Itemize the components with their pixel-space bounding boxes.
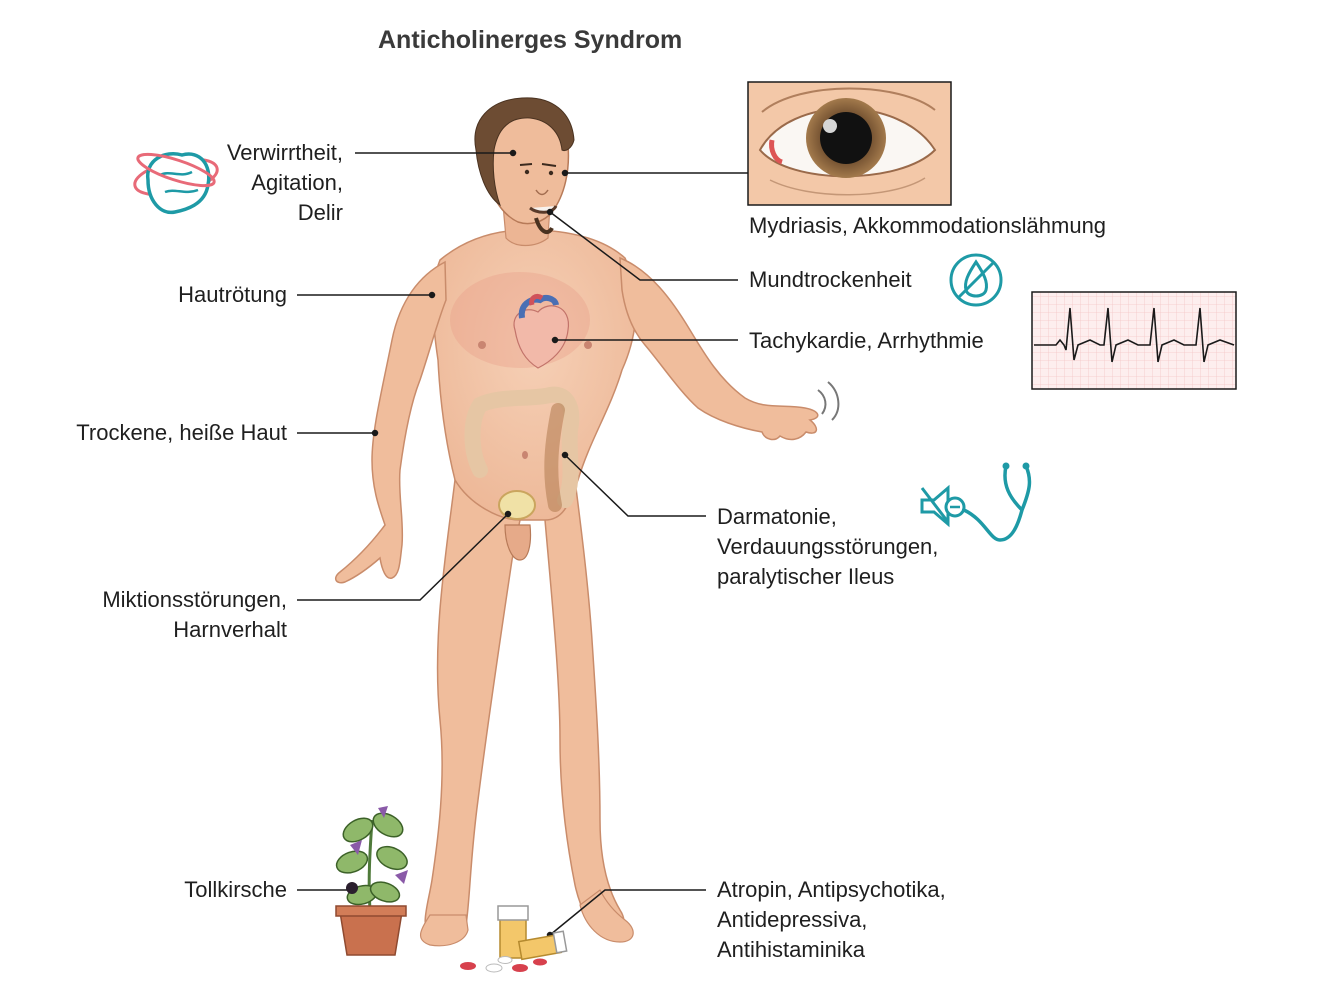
colon-organ bbox=[464, 386, 580, 508]
belladonna-plant bbox=[335, 806, 408, 956]
human-figure bbox=[334, 97, 840, 947]
bladder-organ bbox=[498, 490, 536, 520]
right-foot bbox=[579, 889, 634, 943]
page-title: Anticholinerges Syndrom bbox=[378, 26, 683, 54]
label-tachycardia: Tachykardie, Arrhythmie bbox=[749, 328, 984, 353]
beard bbox=[534, 217, 554, 235]
pills-and-bottles bbox=[460, 905, 568, 973]
label-dry-mouth: Mundtrockenheit bbox=[749, 267, 912, 292]
confused-brain-icon bbox=[133, 152, 219, 215]
ecg-strip bbox=[1031, 291, 1237, 390]
no-water-drop-icon bbox=[949, 253, 1003, 307]
dilated-eye-panel bbox=[747, 81, 952, 206]
tremor-marks bbox=[817, 381, 840, 421]
label-belladonna: Tollkirsche bbox=[184, 877, 287, 902]
label-bowel: Darmatonie, Verdauungsstörungen, paralyt… bbox=[717, 504, 939, 589]
label-confusion: Verwirrtheit, Agitation, Delir bbox=[226, 140, 343, 225]
label-dry-hot-skin: Trockene, heiße Haut bbox=[76, 420, 287, 445]
hair bbox=[474, 97, 575, 207]
left-arm bbox=[334, 260, 447, 584]
heart-organ bbox=[513, 293, 569, 369]
right-arm bbox=[619, 256, 819, 441]
leader-lines bbox=[297, 149, 748, 939]
label-micturition: Miktionsstörungen, Harnverhalt bbox=[102, 587, 287, 642]
label-mydriasis: Mydriasis, Akkommodationslähmung bbox=[749, 213, 1107, 238]
left-foot bbox=[420, 914, 469, 947]
label-skin-redness: Hautrötung bbox=[178, 282, 287, 307]
right-leg bbox=[544, 478, 625, 937]
stethoscope-muted-icon bbox=[920, 462, 1032, 542]
label-drugs: Atropin, Antipsychotika, Antidepressiva,… bbox=[717, 877, 946, 962]
